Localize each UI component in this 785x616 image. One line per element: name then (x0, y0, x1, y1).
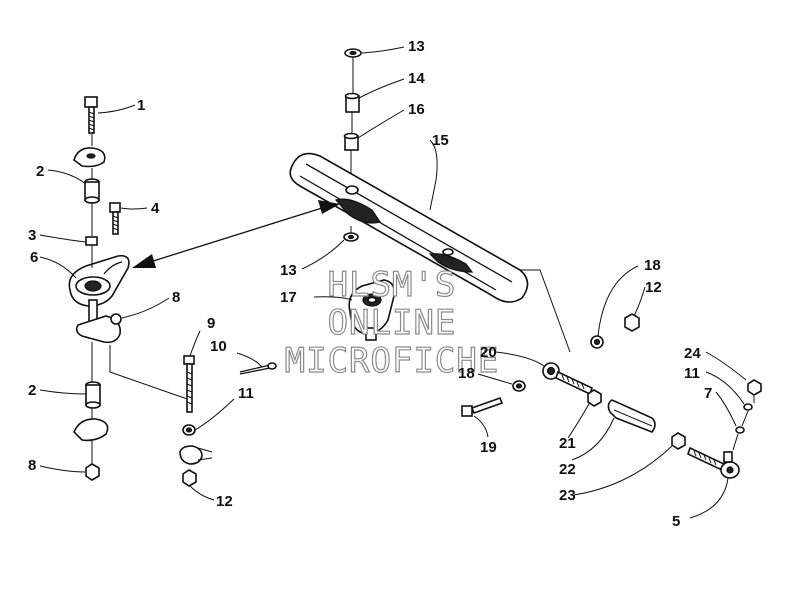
watermark-line-1: HLSM'S (328, 265, 457, 305)
callout-labels: 1 2 3 4 6 8 2 8 9 10 11 12 13 14 15 16 1… (28, 38, 712, 530)
callout-20: 20 (480, 344, 497, 361)
left-mount-assembly (68, 96, 191, 481)
callout-15: 15 (432, 132, 449, 149)
callout-1: 1 (137, 97, 145, 114)
callout-4: 4 (151, 200, 160, 217)
callout-23: 23 (559, 487, 576, 504)
callout-16: 16 (408, 101, 425, 118)
callout-12-right: 12 (645, 279, 662, 296)
callout-22: 22 (559, 461, 576, 478)
callout-3: 3 (28, 227, 36, 244)
lower-bolt-assembly (179, 355, 277, 487)
callout-9: 9 (207, 315, 215, 332)
watermark-line-3: MICROFICHE (285, 341, 500, 381)
callout-13-bottom: 13 (280, 262, 297, 279)
callout-6: 6 (30, 249, 38, 266)
callout-14: 14 (408, 70, 425, 87)
callout-17: 17 (280, 289, 297, 306)
watermark: HLSM'S ONLINE MICROFICHE (284, 264, 500, 381)
callout-21: 21 (559, 435, 576, 452)
callout-2-top: 2 (36, 163, 44, 180)
callout-11-right: 11 (684, 365, 700, 382)
callout-11-left: 11 (238, 385, 254, 402)
callout-2-bottom: 2 (28, 382, 36, 399)
callout-8-bottom: 8 (28, 457, 36, 474)
callout-13-top: 13 (408, 38, 425, 55)
assembly-arrow (132, 200, 340, 268)
callout-7: 7 (704, 385, 712, 402)
callout-24: 24 (684, 345, 701, 362)
callout-5: 5 (672, 513, 680, 530)
top-arm-assembly (289, 48, 529, 303)
callout-8-top: 8 (172, 289, 180, 306)
pivot-block-assembly (348, 279, 396, 341)
leader-lines (39, 46, 747, 519)
tie-rod-assembly (461, 269, 762, 479)
callout-18-top: 18 (644, 257, 661, 274)
callout-10: 10 (210, 338, 227, 355)
callout-18-bottom: 18 (458, 365, 475, 382)
watermark-line-2: ONLINE (328, 303, 457, 343)
callout-19: 19 (480, 439, 497, 456)
callout-12-bottom: 12 (216, 493, 233, 510)
